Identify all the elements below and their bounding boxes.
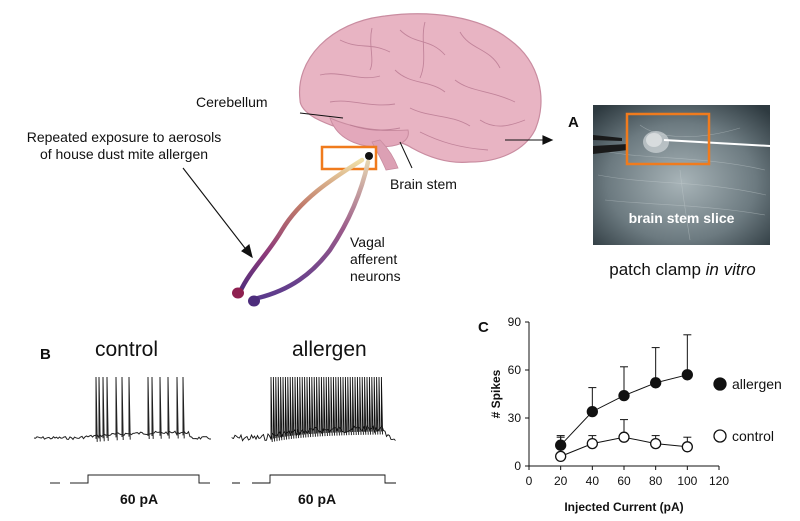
allergen-current-step — [232, 474, 396, 484]
x-tick-label: 40 — [586, 474, 600, 488]
data-point-control — [555, 450, 567, 463]
vagal-neurons — [232, 157, 371, 307]
allergen-current-label: 60 pA — [298, 491, 337, 507]
trace-allergen — [231, 376, 396, 484]
brain-stem-slice-label: brain stem slice — [628, 210, 735, 226]
data-point-control — [681, 441, 693, 453]
brain-folds — [319, 21, 526, 151]
neuron-soma-1 — [232, 287, 244, 299]
legend-marker-allergen — [713, 377, 727, 391]
y-tick-label: 0 — [514, 459, 521, 473]
control-current-step — [50, 474, 210, 484]
cerebellum-pointer — [299, 112, 344, 119]
recording-site-dot — [365, 152, 373, 160]
trace-control — [33, 376, 211, 484]
patch-clamp-caption: patch clamp in vitro — [575, 260, 790, 280]
allergen-trace-title: allergen — [292, 338, 367, 361]
x-tick-label: 80 — [649, 474, 663, 488]
y-tick-label: 30 — [508, 411, 522, 425]
data-point-allergen — [618, 389, 630, 402]
cerebrum-shape — [298, 13, 542, 163]
control-current-label: 60 pA — [120, 491, 159, 507]
legend-label-allergen: allergen — [732, 376, 782, 392]
legend-label-control: control — [732, 428, 774, 444]
brainstem-pointer — [399, 141, 413, 169]
brain-stem-slice-image — [593, 105, 771, 245]
exposure-label: Repeated exposure to aerosols of house d… — [4, 129, 244, 163]
neuron-fiber-2 — [255, 159, 371, 301]
data-point-control — [586, 437, 598, 450]
brain-illustration — [298, 13, 542, 171]
vagal-label-line2: afferent — [350, 251, 398, 267]
control-trace-title: control — [95, 338, 159, 361]
x-tick-label: 20 — [554, 474, 568, 488]
brain-stem-label: Brain stem — [390, 176, 457, 192]
exposure-label-line1: Repeated exposure to aerosols — [26, 129, 222, 145]
exposure-label-line2: of house dust mite allergen — [39, 146, 209, 162]
x-tick-label: 120 — [709, 474, 729, 488]
data-point-allergen — [650, 377, 662, 389]
legend-marker-control — [713, 429, 727, 443]
cerebellum-shape — [329, 117, 409, 148]
panel-a-letter: A — [568, 114, 579, 131]
vagal-label-line3: neurons — [350, 268, 401, 284]
neuron-fiber-1 — [237, 157, 365, 295]
patch-pipette — [663, 139, 771, 147]
neuron-soma-2 — [248, 295, 260, 307]
patch-clamp-caption-plain: patch clamp — [609, 260, 701, 279]
y-tick-label: 90 — [508, 315, 522, 329]
x-axis-label: Injected Current (pA) — [564, 500, 683, 514]
allergen-voltage-trace — [231, 376, 396, 442]
data-point-allergen — [681, 369, 693, 381]
left-electrode — [593, 144, 628, 154]
y-tick-label: 60 — [508, 363, 522, 377]
exposure-arrow — [182, 167, 249, 253]
y-axis-label: # Spikes — [489, 369, 503, 418]
data-point-control — [618, 431, 630, 443]
panel-c-letter: C — [478, 319, 489, 336]
diagram-arrows — [182, 135, 554, 259]
patch-clamp-caption-italic: in vitro — [705, 260, 756, 279]
panel-b-letter: B — [40, 346, 51, 363]
x-tick-label: 100 — [677, 474, 697, 488]
vagal-label-line1: Vagal — [350, 234, 385, 250]
data-point-allergen — [586, 405, 598, 418]
patch-highlight-box — [625, 112, 711, 166]
x-tick-label: 60 — [617, 474, 631, 488]
cerebellum-label: Cerebellum — [196, 94, 268, 110]
vagal-afferent-label: Vagal afferent neurons — [350, 234, 401, 285]
control-voltage-trace — [33, 376, 211, 442]
x-tick-label: 0 — [526, 474, 533, 488]
data-point-control — [650, 437, 662, 450]
